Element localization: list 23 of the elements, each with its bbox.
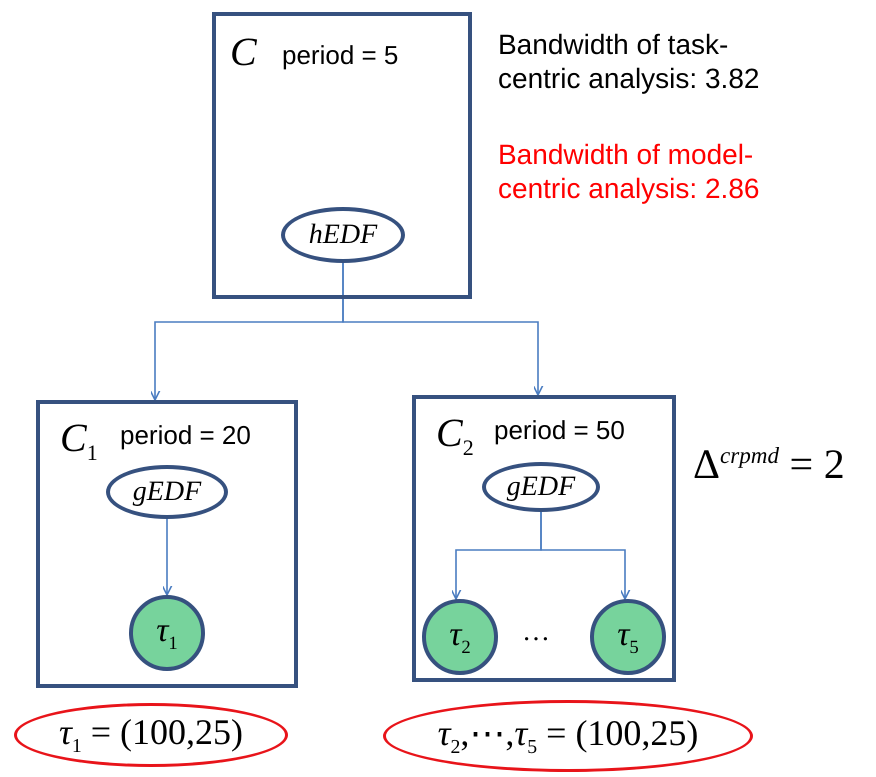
delta-formula: Δ$^{crpmd}$ = 2 [693,441,846,490]
task-name: τ$_{2}$ [449,616,471,658]
ellipsis: … [522,615,551,649]
scheduler-name: hEDF [308,219,378,251]
component-name: C$_{2}$ [436,413,474,459]
component-box [36,400,298,688]
bandwidth-note: Bandwidth of task-centric analysis: 3.82 [498,28,760,96]
period-label: period = 5 [282,42,398,68]
scheduler-name: gEDF [132,476,202,508]
task-name: τ$_{5}$ [617,616,639,658]
period-label: period = 50 [494,417,625,443]
component-box [412,395,676,682]
parameter-formula: τ$_{2}$,⋯,τ$_{5}$ = (100,25) [438,712,698,760]
scheduler-name: gEDF [506,471,576,503]
task-name: τ$_{1}$ [156,612,178,654]
component-box [212,12,472,299]
arrow [342,263,546,396]
bandwidth-note: Bandwidth of model-centric analysis: 2.86 [498,138,760,206]
component-name: C [230,32,257,72]
component-name: C$_{1}$ [60,418,98,464]
arrow [540,512,633,600]
period-label: period = 20 [120,422,251,448]
parameter-formula: τ$_{1}$ = (100,25) [58,711,244,759]
